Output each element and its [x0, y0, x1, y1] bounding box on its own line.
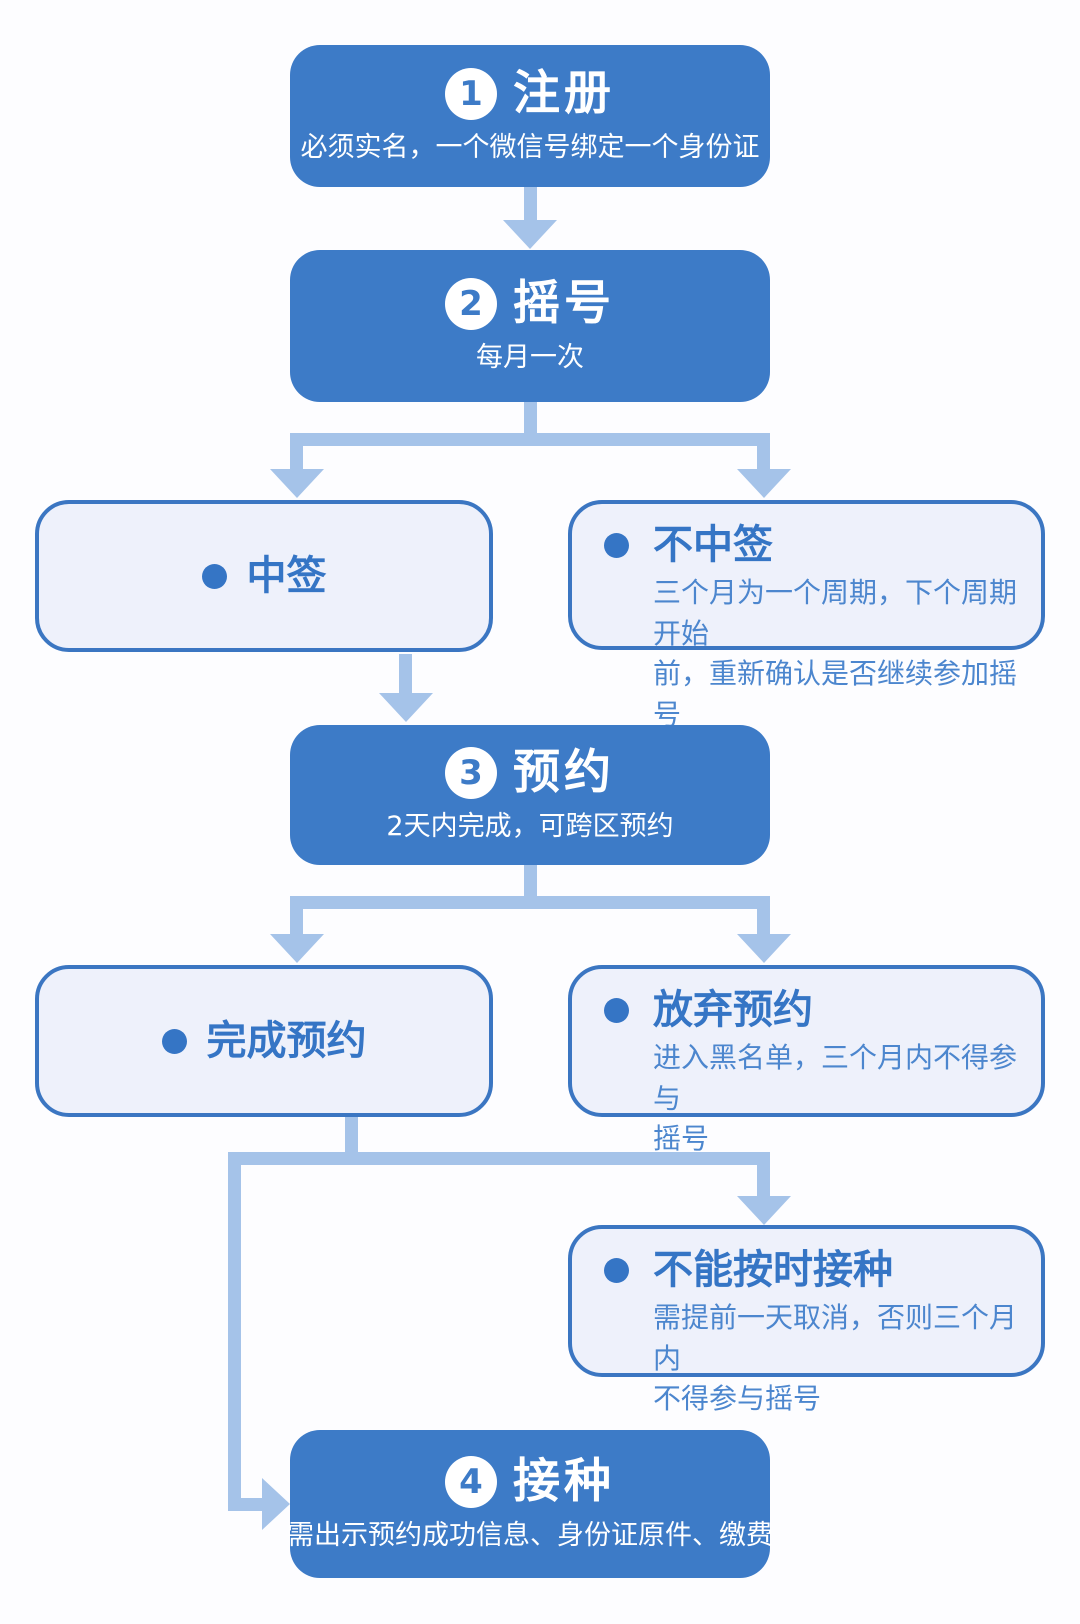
connector-line	[290, 896, 770, 909]
step-title-row: 3 预约	[445, 747, 615, 799]
connector-line	[757, 1165, 770, 1196]
step-title: 接种	[513, 1453, 615, 1509]
step-subtitle: 2天内完成，可跨区预约	[386, 810, 674, 842]
connector-line	[524, 187, 537, 220]
step-title-row: 2 摇号	[445, 278, 615, 330]
step-number-badge: 4	[445, 1455, 497, 1508]
connector-line	[757, 446, 770, 469]
arrow-down-icon	[503, 220, 557, 249]
step-title: 预约	[513, 744, 615, 800]
arrow-down-icon	[737, 469, 791, 498]
connector-line	[524, 865, 537, 896]
bullet-icon	[604, 532, 629, 558]
connector-line	[228, 1152, 770, 1165]
bullet-icon	[604, 1257, 629, 1283]
outcome-box-abandon: 放弃预约 进入黑名单，三个月内不得参与 摇号	[568, 965, 1045, 1155]
step-title-row: 4 接种	[445, 1456, 615, 1508]
step-number-badge: 2	[445, 277, 497, 330]
arrow-down-icon	[270, 934, 324, 963]
outcome-box-miss: 不能按时接种 需提前一天取消，否则三个月内 不得参与摇号	[568, 1225, 1045, 1415]
arrow-down-icon	[737, 1196, 791, 1225]
connector-line	[345, 1117, 358, 1152]
outcome-body: 进入黑名单，三个月内不得参与 摇号	[653, 1041, 1018, 1156]
step-box-lottery: 2 摇号 每月一次	[290, 250, 770, 402]
step-number-badge: 3	[445, 746, 497, 799]
arrow-down-icon	[737, 934, 791, 963]
bullet-icon	[604, 997, 629, 1023]
outcome-box-done: 完成预约	[35, 965, 493, 1117]
step-box-register: 1 注册 必须实名，一个微信号绑定一个身份证	[290, 45, 770, 187]
bullet-icon	[201, 563, 227, 589]
outcome-title: 完成预约	[206, 1018, 367, 1064]
connector-line	[228, 1165, 241, 1511]
connector-line	[399, 654, 412, 693]
outcome-body: 需提前一天取消，否则三个月内 不得参与摇号	[653, 1301, 1018, 1416]
outcome-title-row: 放弃预约	[604, 987, 1029, 1033]
step-title: 摇号	[513, 275, 615, 331]
outcome-box-win: 中签	[35, 500, 493, 652]
connector-line	[228, 1498, 262, 1511]
outcome-title: 不中签	[653, 522, 773, 568]
outcome-title: 不能按时接种	[653, 1247, 893, 1293]
outcome-title-row: 不中签	[604, 522, 1029, 568]
step-subtitle: 必须实名，一个微信号绑定一个身份证	[300, 131, 760, 163]
step-title: 注册	[513, 65, 615, 121]
outcome-body: 三个月为一个周期，下个周期开始 前，重新确认是否继续参加摇号	[653, 576, 1018, 731]
bullet-icon	[161, 1028, 187, 1054]
outcome-title-row: 不能按时接种	[604, 1247, 1029, 1293]
connector-line	[290, 446, 303, 469]
arrow-right-icon	[262, 1478, 290, 1530]
step-title-row: 1 注册	[445, 68, 615, 120]
connector-line	[757, 909, 770, 934]
step-number-badge: 1	[445, 67, 497, 120]
step-subtitle: 需出示预约成功信息、身份证原件、缴费	[287, 1519, 773, 1551]
outcome-title: 放弃预约	[653, 987, 813, 1033]
step-subtitle: 每月一次	[476, 341, 584, 373]
arrow-down-icon	[379, 693, 433, 722]
arrow-down-icon	[270, 469, 324, 498]
connector-line	[290, 433, 770, 446]
outcome-title: 中签	[246, 553, 327, 599]
connector-line	[290, 909, 303, 934]
step-box-reserve: 3 预约 2天内完成，可跨区预约	[290, 725, 770, 865]
outcome-box-lose: 不中签 三个月为一个周期，下个周期开始 前，重新确认是否继续参加摇号	[568, 500, 1045, 731]
connector-line	[524, 402, 537, 433]
step-box-vaccinate: 4 接种 需出示预约成功信息、身份证原件、缴费	[287, 1430, 773, 1578]
